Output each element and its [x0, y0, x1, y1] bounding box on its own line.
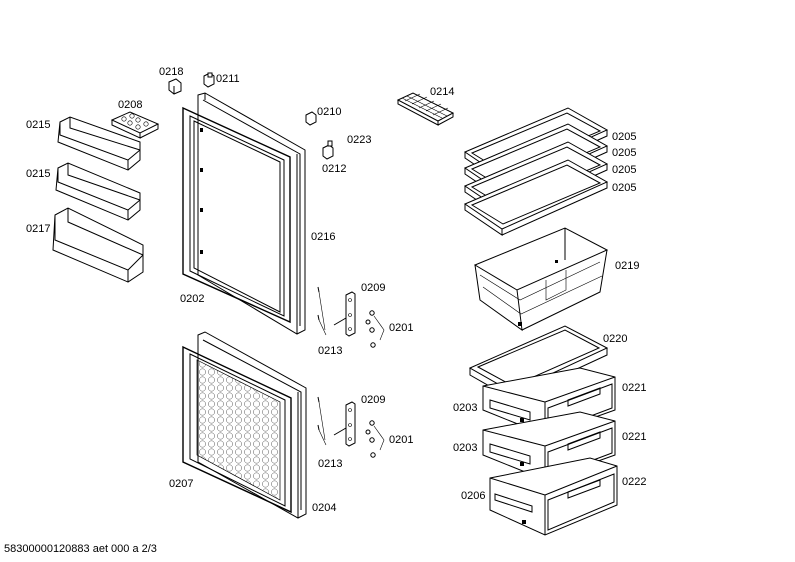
- label-0203-lower: 0203: [453, 442, 477, 454]
- hinge-part-0223: [322, 140, 334, 160]
- label-0211: 0211: [216, 73, 240, 85]
- label-0221-upper: 0221: [622, 382, 646, 394]
- label-0201-lower: 0201: [389, 434, 413, 446]
- hinge-part-0210: [305, 111, 317, 126]
- label-0202: 0202: [180, 293, 204, 305]
- label-0213-lower: 0213: [318, 458, 342, 470]
- pins-0213-upper: [317, 286, 327, 336]
- screws-0201-upper: [365, 310, 385, 348]
- label-0215-top: 0215: [26, 119, 50, 131]
- label-0206: 0206: [461, 490, 485, 502]
- label-0213-upper: 0213: [318, 345, 342, 357]
- egg-tray-0208: [110, 111, 160, 139]
- label-0205-1: 0205: [612, 131, 636, 143]
- label-0221-lower: 0221: [622, 431, 646, 443]
- label-0203-upper: 0203: [453, 402, 477, 414]
- label-0205-3: 0205: [612, 164, 636, 176]
- footer-document-id: 58300000120883 aet 000 a 2/3: [4, 543, 157, 555]
- label-0217: 0217: [26, 223, 50, 235]
- hinge-cover-0218: [168, 78, 182, 95]
- hinge-bracket-0209-upper: [333, 291, 356, 337]
- freezer-gasket-0207: [182, 345, 292, 514]
- label-0212: 0212: [322, 163, 346, 175]
- pins-0213-lower: [317, 396, 327, 446]
- glass-shelf-0205-4: [463, 159, 609, 236]
- label-0219: 0219: [615, 260, 639, 272]
- label-0223: 0223: [347, 134, 371, 146]
- label-0201-upper: 0201: [389, 322, 413, 334]
- label-0216: 0216: [311, 231, 335, 243]
- label-0218: 0218: [159, 66, 183, 78]
- label-0208: 0208: [118, 99, 142, 111]
- door-gasket-0202: [182, 106, 291, 324]
- freezer-drawer-0222: [489, 457, 618, 536]
- label-0215-middle: 0215: [26, 168, 50, 180]
- label-0214: 0214: [430, 86, 454, 98]
- screws-0201-lower: [365, 420, 385, 458]
- door-shelf-0215-middle: [55, 162, 141, 221]
- door-shelf-0215-top: [57, 116, 141, 171]
- label-0220: 0220: [603, 333, 627, 345]
- label-0222: 0222: [622, 476, 646, 488]
- label-0204: 0204: [312, 502, 336, 514]
- label-0205-2: 0205: [612, 147, 636, 159]
- ice-tray-0214: [396, 92, 455, 126]
- hinge-part-0211: [203, 72, 215, 88]
- label-0205-4: 0205: [612, 182, 636, 194]
- label-0207: 0207: [169, 478, 193, 490]
- door-shelf-0217-bottom: [52, 207, 144, 283]
- label-0209-upper: 0209: [361, 282, 385, 294]
- hinge-bracket-0209-lower: [333, 401, 356, 447]
- label-0210: 0210: [317, 106, 341, 118]
- label-0209-lower: 0209: [361, 394, 385, 406]
- crisper-drawer-0219: [473, 227, 609, 332]
